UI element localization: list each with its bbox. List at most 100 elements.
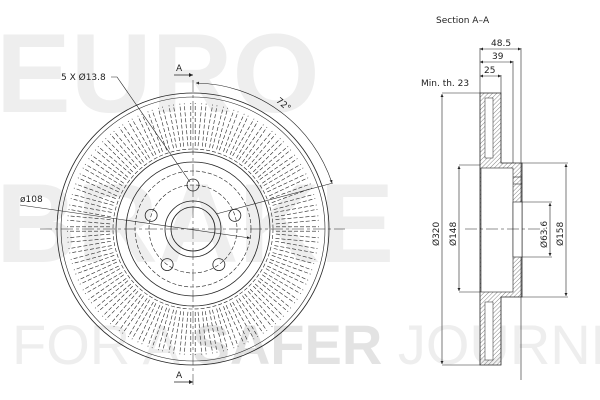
- vent-line: [105, 289, 137, 320]
- vent-line: [147, 306, 163, 347]
- vent-line: [131, 118, 154, 157]
- section-marker-top: A: [176, 64, 183, 74]
- vent-line: [271, 187, 313, 203]
- vent-line: [151, 109, 167, 151]
- vent-line: [110, 133, 139, 168]
- vent-line: [257, 280, 292, 309]
- vent-line: [102, 285, 133, 317]
- dim-center-bore: Ø63.6: [539, 221, 550, 248]
- vent-line: [122, 298, 148, 334]
- vent-line: [113, 293, 142, 328]
- vent-line: [70, 198, 113, 210]
- vent-line: [183, 103, 189, 147]
- bolt-hole: [160, 258, 174, 271]
- section-view: Section A–A 48.5 39 25 Min. th. 23 Ø320 …: [421, 16, 568, 380]
- vent-line: [90, 278, 127, 304]
- vent-line: [179, 311, 184, 355]
- vent-line: [102, 141, 133, 173]
- vent-line: [274, 204, 317, 213]
- vent-line: [259, 278, 296, 304]
- vent-line: [219, 307, 235, 349]
- vent-line: [88, 274, 124, 300]
- vent-channel-bottom: [484, 301, 494, 361]
- vent-line: [82, 268, 121, 291]
- vent-line: [79, 265, 119, 285]
- vent-line: [271, 255, 313, 271]
- vent-line: [90, 154, 127, 180]
- vent-line: [67, 219, 111, 225]
- vent-line: [75, 259, 116, 275]
- vent-line: [84, 163, 123, 186]
- vent-line: [137, 303, 157, 343]
- dim-hat-inner-diameter: Ø148: [448, 221, 459, 246]
- watermark-euro: EURO: [0, 11, 320, 136]
- vent-line: [269, 177, 309, 197]
- dim-overall-height: 48.5: [491, 39, 511, 49]
- vent-line: [273, 198, 316, 210]
- vent-line: [157, 308, 170, 351]
- vent-channel-top: [484, 97, 494, 159]
- vent-line: [269, 261, 309, 281]
- vent-line: [75, 183, 116, 199]
- vent-line: [70, 248, 113, 260]
- vent-line: [275, 215, 319, 220]
- vent-line: [67, 215, 111, 220]
- vent-line: [82, 167, 121, 190]
- watermark-brake: BRAKE: [0, 161, 394, 286]
- vent-line: [84, 272, 123, 295]
- bolt-hole: [144, 209, 158, 222]
- vent-line: [68, 240, 111, 250]
- vent-line: [274, 245, 317, 254]
- vent-line: [209, 310, 218, 353]
- vent-line: [94, 149, 129, 178]
- vent-line: [67, 238, 111, 243]
- vent-line: [275, 238, 319, 243]
- vent-line: [223, 306, 239, 347]
- vent-line: [225, 305, 245, 345]
- vent-line: [168, 105, 177, 148]
- dim-thickness: 25: [484, 66, 495, 76]
- vent-line: [254, 283, 289, 312]
- angle-extension-line: [215, 182, 334, 215]
- vent-line: [267, 265, 307, 285]
- vent-line: [71, 252, 114, 265]
- vent-line: [244, 293, 273, 328]
- vent-line: [137, 115, 157, 155]
- min-thickness-label: Min. th. 23: [421, 79, 469, 89]
- vent-line: [216, 308, 229, 351]
- hat-cavity: [480, 167, 514, 293]
- vent-line: [141, 305, 161, 345]
- vent-line: [110, 290, 139, 325]
- vent-line: [94, 280, 129, 309]
- vent-line: [88, 158, 124, 184]
- vent-line: [127, 299, 150, 338]
- vent-line: [141, 113, 161, 153]
- section-title: Section A–A: [436, 16, 490, 26]
- vent-line: [113, 130, 142, 165]
- vent-line: [229, 303, 249, 343]
- section-marker-bottom: A: [176, 371, 183, 381]
- vent-line: [118, 126, 144, 163]
- vent-line: [262, 274, 298, 300]
- vent-line: [122, 124, 148, 160]
- dim-outer-diameter: Ø320: [431, 221, 442, 246]
- vent-line: [202, 311, 207, 355]
- vent-line: [73, 255, 115, 271]
- vent-line: [275, 240, 318, 250]
- vent-line: [272, 252, 315, 265]
- vent-line: [242, 295, 268, 332]
- vent-line: [71, 193, 114, 206]
- vent-line: [270, 183, 311, 199]
- bolt-label-leader: [111, 76, 191, 183]
- vent-line: [172, 104, 182, 147]
- vent-line: [157, 107, 170, 150]
- dim-hat-depth: 39: [492, 52, 504, 62]
- vent-line: [179, 103, 184, 147]
- vent-line: [69, 204, 112, 213]
- disc-front-view: A A 5 X Ø13.8 ø108 72°: [19, 64, 345, 385]
- vent-line: [197, 311, 203, 355]
- vent-line: [265, 268, 304, 291]
- vent-line: [232, 301, 255, 340]
